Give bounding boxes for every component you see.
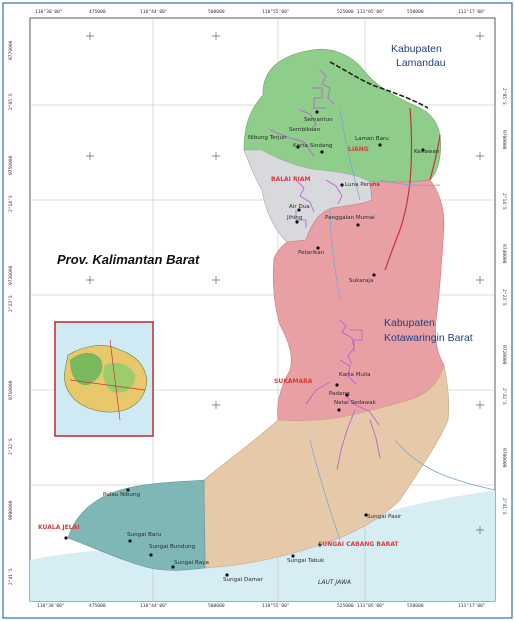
tick-left-6: 9710000 [9,380,14,400]
label-district-balai-riam: BALAI RIAM [271,176,311,183]
tick-right-0: 2°05'S [501,88,506,105]
label-sukaraja: Sukaraja [349,278,374,284]
label-kotawaringin-line1: Kabupaten [384,317,435,329]
tick-top-2: 110°44'00" [140,10,168,15]
tick-right-5: 9720000 [501,345,506,365]
tick-left-0: 9770000 [9,40,14,60]
tick-top-3: 500000 [208,10,225,15]
tick-top-1: 475000 [89,10,106,15]
tick-bottom-7: 550000 [407,604,424,609]
label-sungai-damar: Sungai Damar [223,577,263,583]
label-karta-sindang: Karta Sindang [293,143,333,149]
label-karta-mulia: Karta Mulia [339,372,371,378]
label-district-cabang-barat: SUNGAI CABANG BARAT [318,541,399,548]
label-sungai-baru: Sungai Baru [127,532,162,538]
label-luna-peruna: Luna Peruna [345,182,380,188]
tick-top-6: 111°05'00" [357,10,385,15]
tick-right-2: 2°14'S [501,193,506,210]
tick-left-8: 9690000 [9,500,14,520]
tick-right-1: 9760000 [501,130,506,150]
label-district-sukamara: SUKAMARA [274,378,313,385]
label-semantun: Semantun [304,117,333,123]
tick-bottom-0: 110°30'00" [37,604,65,609]
tick-left-2: 9750000 [9,155,14,175]
road-network [269,69,381,471]
tick-right-8: 2°41'S [501,498,506,515]
tick-bottom-4: 110°55'00" [262,604,290,609]
tick-right-6: 2°32'S [501,388,506,405]
tick-bottom-5: 525000 [337,604,354,609]
tick-top-4: 110°55'00" [262,10,290,15]
label-sea: LAUT JAWA [318,579,351,586]
label-air-dua: Air Dua [289,204,310,210]
rivers [309,109,496,541]
admin-boundaries [384,107,441,271]
tick-left-1: 2°05'S [9,93,14,110]
label-lamandau-line2: Lamandau [396,57,446,69]
tick-bottom-2: 110°44'00" [140,604,168,609]
label-nibung-terjun: Nibung Terjun [248,135,287,141]
label-pulau-nibung: Pulau Nibung [103,492,141,498]
label-lamandau-line1: Kabupaten [391,43,442,55]
label-district-liang: LIANG [348,146,369,153]
label-panggalan: Panggalan Mumai [325,215,375,221]
label-sungai-bundung: Sungai Bundung [149,544,196,550]
main-road [329,61,429,109]
label-sungai-tabuk: Sungai Tabuk [287,558,325,564]
label-sungai-pasir: Sungai Pasir [367,514,402,520]
tick-top-7: 550000 [407,10,424,15]
tick-left-4: 9730000 [9,265,14,285]
label-kotawaringin-line2: Kotawaringin Barat [384,332,473,344]
tick-bottom-8: 111°17'00" [458,604,486,609]
label-petarikan: Petarikan [298,250,325,256]
tick-left-9: 2°41'S [9,568,14,585]
tick-left-5: 2°23'S [9,295,14,312]
tick-bottom-6: 111°05'00" [357,604,385,609]
settlement-dots [64,110,425,577]
tick-bottom-3: 500000 [208,604,225,609]
tick-right-7: 9700000 [501,448,506,468]
label-province: Prov. Kalimantan Barat [57,252,200,267]
inset-map [54,321,154,437]
region-kuala-jelai-area [67,479,206,571]
label-sungai-raya: Sungai Raya [174,560,209,566]
tick-right-3: 9740000 [501,244,506,264]
label-laman-baru: Laman Baru [355,136,389,142]
tick-right-4: 2°23'S [501,289,506,306]
tick-top-5: 525000 [337,10,354,15]
label-jihing: Jihing [287,215,303,221]
label-sembikuan: Sembikuan [289,127,321,133]
label-natai-sedawak: Natai Sedawak [334,400,376,406]
label-kenawan: Kenawan [414,149,440,155]
label-district-kuala-jelai: KUALA JELAI [38,524,80,531]
tick-bottom-1: 475000 [89,604,106,609]
tick-left-7: 2°32'S [9,438,14,455]
label-padang: Padang [329,391,350,397]
tick-left-3: 2°14'S [9,195,14,212]
tick-top-0: 110°30'00" [35,10,63,15]
tick-top-8: 111°17'00" [458,10,486,15]
